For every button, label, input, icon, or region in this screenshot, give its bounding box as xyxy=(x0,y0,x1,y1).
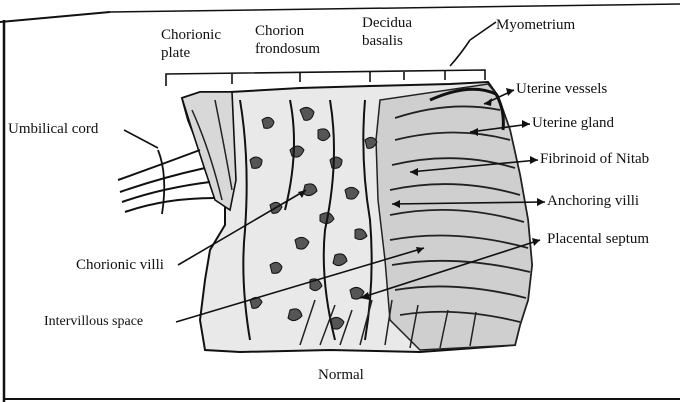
label-decidua-basalis-line2: basalis xyxy=(362,34,403,49)
figure-caption: Normal xyxy=(318,367,364,384)
label-uterine-vessels: Uterine vessels xyxy=(516,82,607,97)
placenta-section xyxy=(182,82,532,352)
label-chorion-frondosum-line2: frondosum xyxy=(255,42,320,57)
label-chorionic-plate-line2: plate xyxy=(161,46,190,61)
label-chorionic-plate-line1: Chorionic xyxy=(161,28,221,43)
label-uterine-gland: Uterine gland xyxy=(532,116,614,131)
umbilical-cord xyxy=(118,150,215,214)
label-chorion-frondosum-line1: Chorion xyxy=(255,24,304,39)
label-chorionic-villi: Chorionic villi xyxy=(76,258,164,273)
label-placental-septum: Placental septum xyxy=(547,232,649,247)
label-decidua-basalis-line1: Decidua xyxy=(362,16,412,31)
label-myometrium: Myometrium xyxy=(496,18,575,33)
label-intervillous-space: Intervillous space xyxy=(44,314,143,329)
label-umbilical-cord: Umbilical cord xyxy=(8,122,98,137)
label-fibrinoid-of-nitabuch: Fibrinoid of Nitab xyxy=(540,152,649,167)
myometrium-region xyxy=(376,84,532,350)
label-anchoring-villi: Anchoring villi xyxy=(547,194,639,209)
chorionic-plate xyxy=(182,92,236,210)
